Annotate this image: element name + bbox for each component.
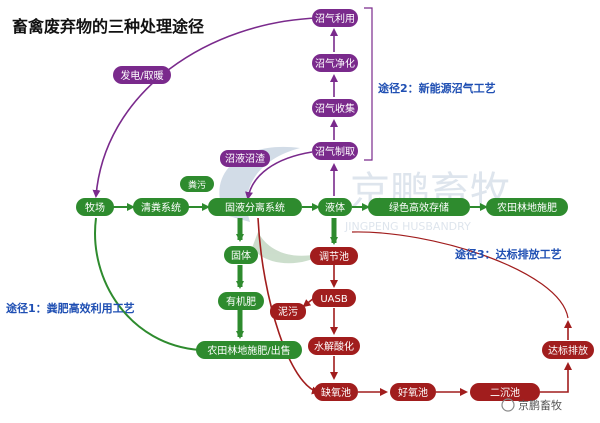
page-title: 畜禽废弃物的三种处理途径 [12, 17, 204, 36]
route3-curve [351, 231, 569, 319]
svg-text:缺氧池: 缺氧池 [321, 386, 351, 399]
svg-text:二沉池: 二沉池 [490, 386, 520, 399]
svg-text:清粪系统: 清粪系统 [141, 201, 181, 214]
node-zhaoqi-zhiqu: 沼气制取 [312, 142, 358, 160]
watermark-brand-en: JINGPENG HUSBANDRY [344, 220, 471, 233]
svg-text:沼液沼渣: 沼液沼渣 [225, 152, 265, 165]
route2-bracket [364, 7, 373, 161]
svg-text:固体: 固体 [231, 250, 251, 262]
svg-text:液体: 液体 [325, 201, 345, 214]
wechat-icon [501, 398, 515, 412]
node-fadian: 发电/取暖 [113, 66, 171, 84]
svg-text:沼气净化: 沼气净化 [315, 57, 355, 70]
node-muchang: 牧场 [76, 198, 114, 216]
arrow-erchen-dabiao [540, 362, 572, 393]
svg-text:调节池: 调节池 [319, 250, 349, 263]
node-shuijie: 水解酸化 [308, 337, 360, 355]
node-zhaoqi-jinghua: 沼气净化 [312, 54, 358, 72]
svg-text:发电/取暖: 发电/取暖 [120, 69, 163, 82]
node-dabiao: 达标排放 [542, 341, 594, 359]
svg-text:沼气利用: 沼气利用 [315, 12, 355, 25]
node-guti: 固体 [224, 246, 258, 264]
node-haoyang: 好氧池 [390, 383, 436, 401]
svg-text:UASB: UASB [320, 294, 348, 305]
svg-text:沼气制取: 沼气制取 [315, 145, 355, 158]
route3-label: 途径3：达标排放工艺 [455, 247, 562, 261]
node-uasb: UASB [312, 289, 356, 307]
svg-text:农田林地施肥/出售: 农田林地施肥/出售 [207, 344, 290, 357]
svg-text:粪污: 粪污 [188, 179, 206, 191]
node-nongtian-right: 农田林地施肥 [486, 198, 568, 216]
node-qingfen: 清粪系统 [133, 198, 189, 216]
node-queyang: 缺氧池 [314, 383, 358, 401]
route2-label: 途径2：新能源沼气工艺 [378, 81, 496, 95]
node-erchen: 二沉池 [470, 383, 540, 401]
green-thick-arrows [236, 218, 338, 339]
node-youjifei: 有机肥 [218, 292, 264, 310]
arrow-guye-queyang [257, 217, 320, 395]
svg-text:农田林地施肥: 农田林地施肥 [497, 201, 557, 214]
svg-text:绿色高效存储: 绿色高效存储 [389, 201, 449, 214]
svg-text:有机肥: 有机肥 [226, 295, 256, 308]
svg-text:沼气收集: 沼气收集 [315, 102, 355, 115]
node-zhaoqi-shouji: 沼气收集 [312, 99, 358, 117]
node-nongtian-bottom: 农田林地施肥/出售 [196, 341, 302, 359]
svg-text:水解酸化: 水解酸化 [314, 340, 354, 353]
node-niwu: 泥污 [270, 303, 306, 320]
svg-text:牧场: 牧场 [85, 201, 105, 214]
svg-text:达标排放: 达标排放 [548, 344, 588, 357]
purple-connectors [92, 7, 373, 200]
arrow-zhiqu-guye [245, 151, 313, 200]
svg-text:固液分离系统: 固液分离系统 [225, 201, 285, 214]
node-yeti: 液体 [318, 198, 352, 216]
svg-text:泥污: 泥污 [278, 305, 298, 318]
node-lvse: 绿色高效存储 [368, 198, 470, 216]
corner-watermark: 京鹏畜牧 [501, 398, 562, 412]
node-zhaoqi-liyong: 沼气利用 [312, 9, 358, 27]
arrow-liyong-muchang [92, 17, 319, 198]
node-tiaojiechi: 调节池 [310, 247, 358, 265]
svg-text:好氧池: 好氧池 [398, 386, 428, 399]
corner-watermark-text: 京鹏畜牧 [518, 398, 562, 412]
node-guye: 固液分离系统 [208, 198, 302, 216]
route1-label: 途径1：粪肥高效利用工艺 [6, 301, 135, 315]
route1-curve [94, 217, 201, 351]
green-connectors [94, 203, 488, 351]
red-connectors [257, 217, 572, 396]
node-fenwu: 粪污 [180, 176, 214, 192]
node-zhaoye: 沼液沼渣 [220, 150, 270, 167]
